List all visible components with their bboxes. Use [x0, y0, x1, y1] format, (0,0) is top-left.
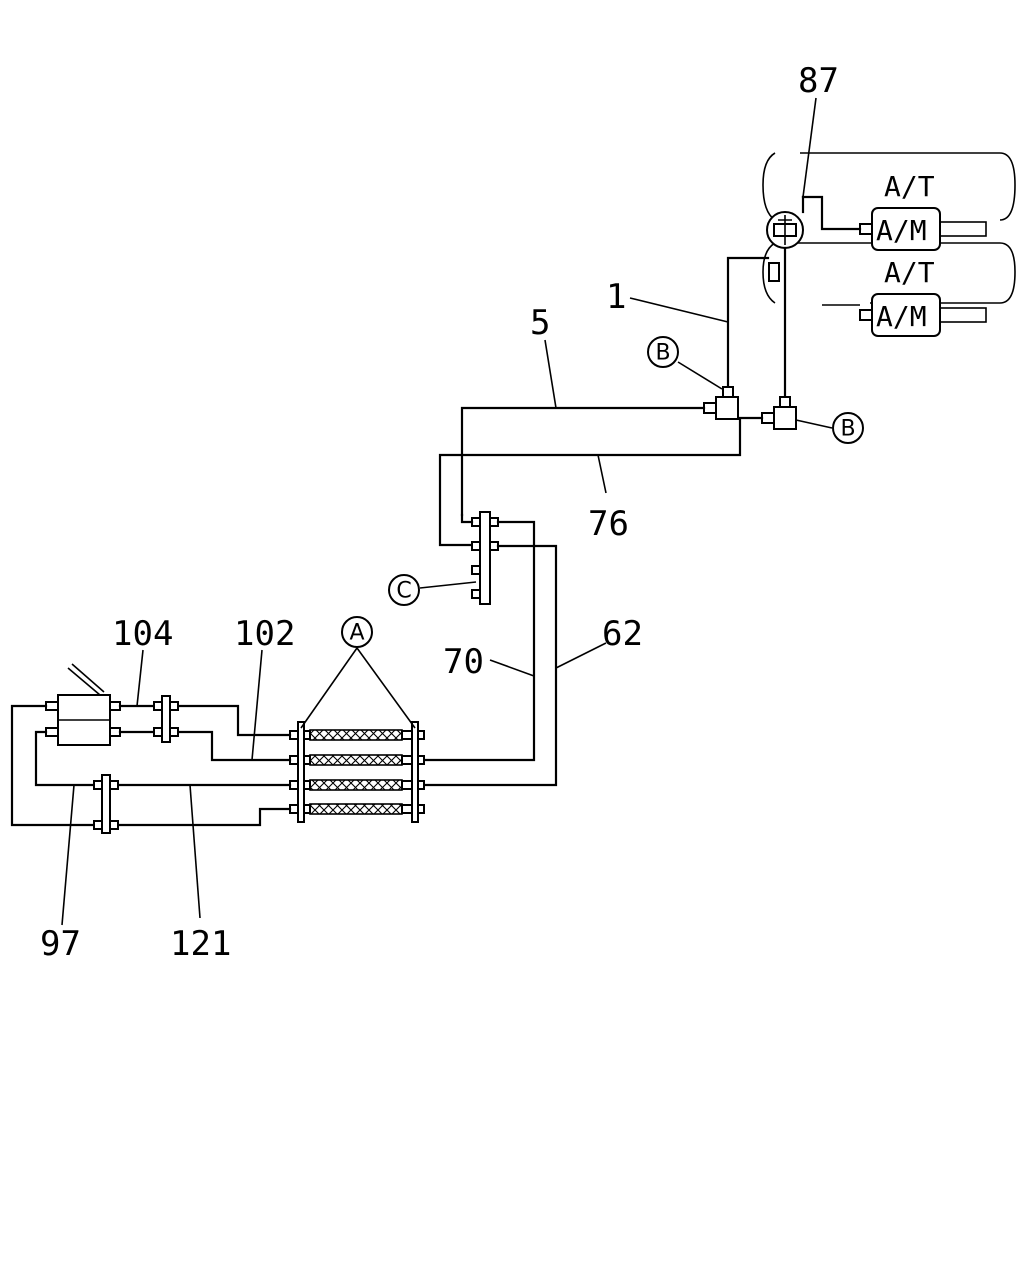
at-label-lower: A/T	[884, 256, 935, 289]
part-label-1: 1	[606, 277, 626, 317]
part-label-87: 87	[798, 61, 839, 101]
pipe-5	[460, 406, 706, 517]
pipe-76	[438, 416, 764, 547]
union-fitting-upper	[161, 695, 171, 743]
pipe-97	[10, 704, 292, 827]
leader-lines	[61, 97, 833, 926]
callout-a: A	[341, 616, 373, 648]
hose-bundle-a	[289, 721, 425, 823]
callout-b-right-label: B	[840, 417, 855, 442]
callout-b-left: B	[647, 336, 679, 368]
pipe-62	[418, 544, 558, 787]
part-label-97: 97	[40, 924, 81, 964]
pipe-104	[118, 704, 292, 737]
fitting-b-right	[761, 396, 797, 430]
callout-c-label: C	[396, 579, 411, 604]
air-tank-assembly: A/T A/M A/T A/M	[726, 152, 1016, 412]
fitting-b-left	[703, 386, 739, 420]
part-label-102: 102	[234, 614, 295, 654]
pipe-70	[418, 520, 536, 762]
part-label-121: 121	[170, 924, 231, 964]
part-label-62: 62	[602, 614, 643, 654]
union-fitting-lower	[101, 774, 111, 834]
part-label-70: 70	[443, 642, 484, 682]
at-label-upper: A/T	[884, 170, 935, 203]
air-tank-upper-outline	[762, 152, 1016, 221]
callout-c: C	[388, 574, 420, 606]
part-label-76: 76	[588, 504, 629, 544]
air-tank-lower-outline	[762, 242, 1016, 304]
part-label-5: 5	[530, 303, 550, 343]
part-label-104: 104	[112, 614, 173, 654]
brake-valve	[45, 663, 121, 746]
callout-a-label: A	[349, 621, 364, 646]
pipe-102	[118, 730, 292, 762]
callout-b-right: B	[832, 412, 864, 444]
am-label-lower: A/M	[876, 300, 927, 333]
pipe-121	[34, 730, 292, 787]
callout-b-left-label: B	[655, 341, 670, 366]
am-label-upper: A/M	[876, 214, 927, 247]
distribution-block-c	[460, 511, 499, 605]
